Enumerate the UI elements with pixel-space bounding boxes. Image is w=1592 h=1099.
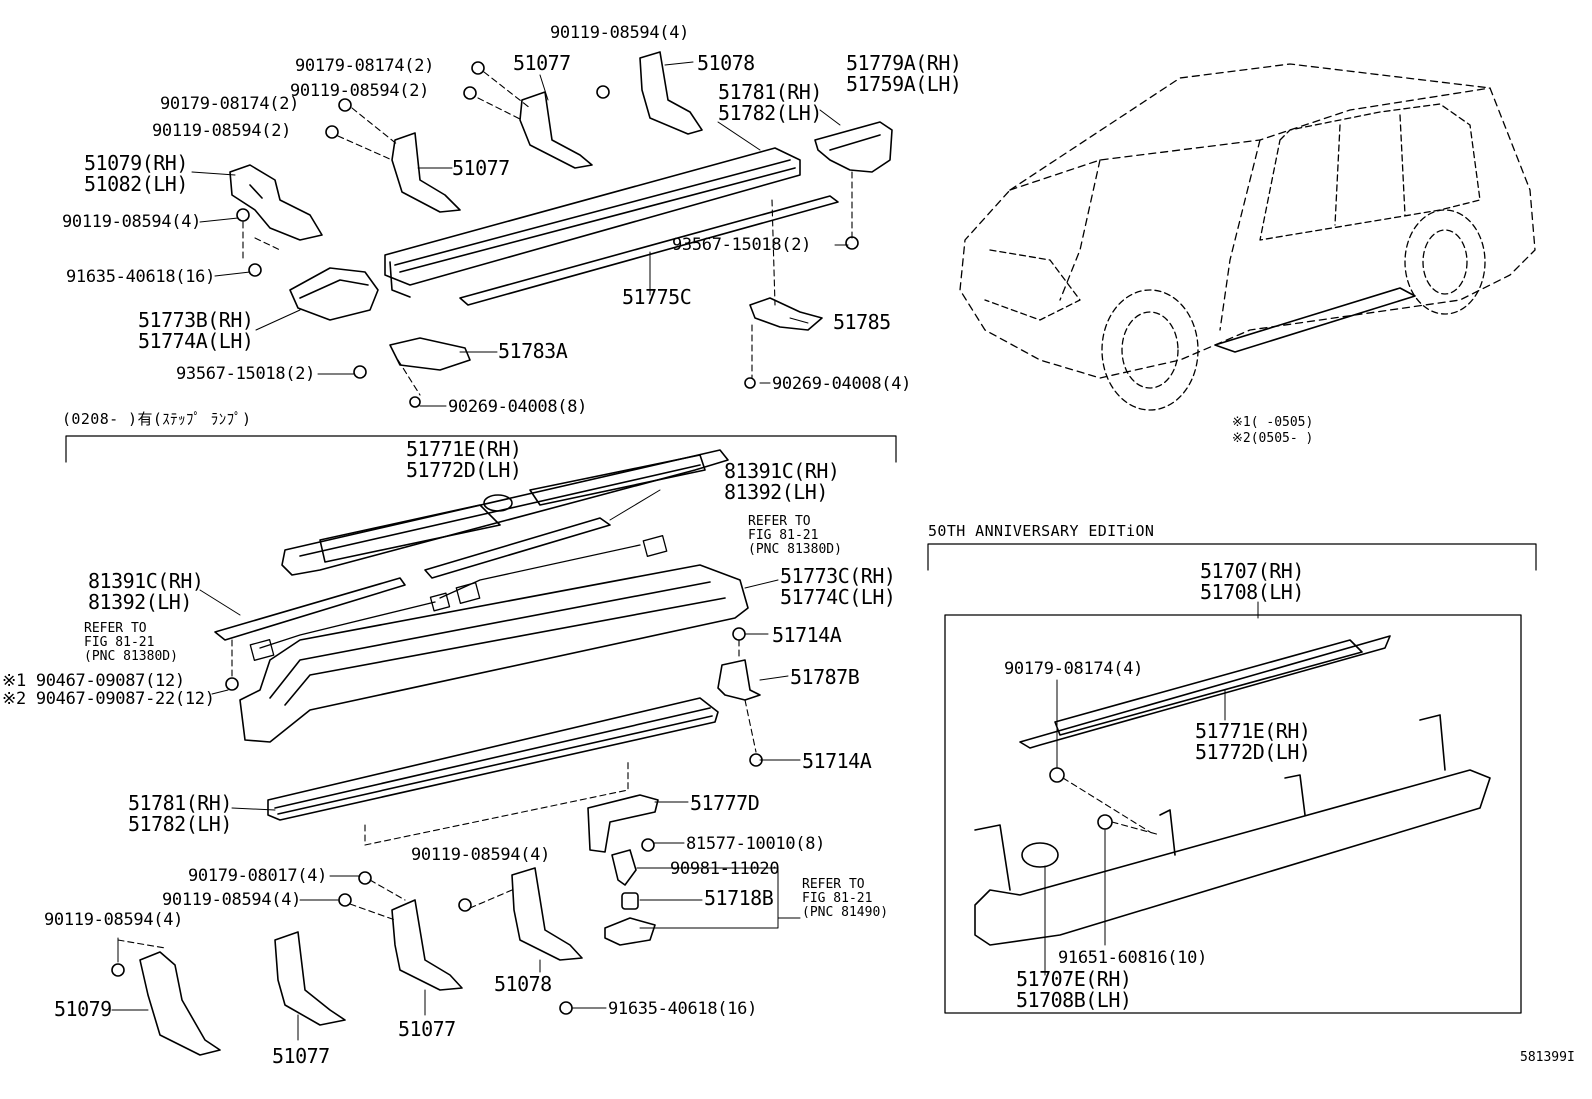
label-51078-a: 51078 bbox=[697, 51, 755, 75]
label-90467: ※1 90467-09087(12)※2 90467-09087-22(12) bbox=[2, 671, 215, 709]
part-51785 bbox=[749, 297, 823, 331]
part-81391c-lamp-b bbox=[214, 577, 406, 641]
label-90119-08594-top: 90119-08594(4) bbox=[550, 23, 690, 43]
part-51781-lower bbox=[267, 697, 719, 821]
part-51077-upper-b bbox=[519, 91, 593, 169]
part-51771e-anniversary bbox=[1019, 635, 1391, 749]
part-51773c-step-body bbox=[239, 564, 749, 743]
dashed-upper bbox=[242, 71, 853, 396]
part-51783a bbox=[389, 337, 471, 371]
leaders-anniversary bbox=[1044, 601, 1259, 976]
label-51718b: 51718B bbox=[704, 886, 774, 910]
part-81391c-lamp-a bbox=[424, 517, 611, 579]
label-51079-b: 51079 bbox=[54, 997, 112, 1021]
dashed-anniversary bbox=[1062, 777, 1161, 836]
part-51078-lower bbox=[511, 867, 583, 961]
label-51707e: 51707E(RH)51708B(LH) bbox=[1016, 967, 1132, 1012]
fasteners-lower bbox=[111, 627, 763, 1015]
note-2: ※2(0505- ) bbox=[1232, 431, 1314, 446]
part-51078-upper bbox=[639, 51, 703, 135]
part-51718b-lamp bbox=[604, 892, 656, 946]
part-51781-upper bbox=[384, 147, 801, 298]
part-51777d bbox=[587, 794, 659, 853]
label-51078-b: 51078 bbox=[494, 972, 552, 996]
part-51771e-step-cover bbox=[281, 449, 729, 576]
label-51714a-b: 51714A bbox=[802, 749, 872, 773]
label-90981-11020: 90981-11020 bbox=[670, 859, 780, 879]
label-51077-b: 51077 bbox=[452, 156, 510, 180]
dashed-lower bbox=[117, 639, 757, 949]
label-90119-08594-g: 90119-08594(4) bbox=[44, 910, 184, 930]
part-51079-lower bbox=[139, 951, 221, 1056]
label-93567-15018-b: 93567-15018(2) bbox=[176, 364, 316, 384]
diagram-code: 581399I bbox=[1520, 1050, 1575, 1065]
label-93567-15018-a: 93567-15018(2) bbox=[672, 235, 812, 255]
label-51777d: 51777D bbox=[690, 791, 760, 815]
leaders-upper bbox=[191, 61, 849, 407]
label-90179-08174-d: 90179-08174(4) bbox=[1004, 659, 1144, 679]
fasteners-anniversary bbox=[1049, 767, 1113, 830]
label-51775c: 51775C bbox=[622, 285, 692, 309]
vehicle-illustration bbox=[959, 63, 1536, 411]
part-51077-lower-b bbox=[391, 899, 463, 991]
label-91651-60816: 91651-60816(10) bbox=[1058, 948, 1208, 968]
label-51077-a: 51077 bbox=[513, 51, 571, 75]
part-51787b bbox=[717, 659, 761, 701]
section-option-label: (0208- )有(ｽﾃｯﾌﾟ ﾗﾝﾌﾟ) bbox=[62, 410, 252, 428]
wiring-harness bbox=[249, 535, 668, 661]
part-51775c bbox=[459, 195, 839, 306]
label-51771e-b: 51771E(RH)51772D(LH) bbox=[1195, 719, 1311, 764]
label-51779a: 51779A(RH)51759A(LH) bbox=[846, 51, 962, 96]
label-51781-b: 51781(RH)51782(LH) bbox=[128, 791, 232, 836]
label-81391c-a: 81391C(RH)81392(LH) bbox=[724, 459, 840, 504]
section-anniversary-label: 50TH ANNIVERSARY EDITiON bbox=[928, 522, 1155, 540]
label-51077-c: 51077 bbox=[398, 1017, 456, 1041]
label-51773b: 51773B(RH)51774A(LH) bbox=[138, 308, 254, 353]
section-bracket-option bbox=[65, 435, 897, 463]
label-90179-08174-a: 90179-08174(2) bbox=[295, 56, 435, 76]
part-51077-upper-a bbox=[391, 132, 461, 213]
label-90119-08594-e: 90119-08594(4) bbox=[411, 845, 551, 865]
label-81577-10010: 81577-10010(8) bbox=[686, 834, 826, 854]
note-1: ※1( -0505) bbox=[1232, 415, 1314, 430]
label-90179-08017: 90179-08017(4) bbox=[188, 866, 328, 886]
part-90981-socket bbox=[611, 849, 637, 886]
label-90119-08594-c: 90119-08594(2) bbox=[152, 121, 292, 141]
label-90269-04008-a: 90269-04008(4) bbox=[772, 374, 912, 394]
label-51785: 51785 bbox=[833, 310, 891, 334]
label-51781-a: 51781(RH)51782(LH) bbox=[718, 80, 822, 125]
section-bracket-anniversary bbox=[927, 543, 1537, 571]
label-51787b: 51787B bbox=[790, 665, 860, 689]
anniversary-frame bbox=[944, 614, 1522, 1014]
label-51783a: 51783A bbox=[498, 339, 568, 363]
label-51714a-a: 51714A bbox=[772, 623, 842, 647]
label-51707: 51707(RH)51708(LH) bbox=[1200, 559, 1304, 604]
label-90179-08174-b: 90179-08174(2) bbox=[160, 94, 300, 114]
label-91635-40618-a: 91635-40618(16) bbox=[66, 267, 216, 287]
part-51707e-anniversary-body bbox=[974, 714, 1491, 946]
fasteners-upper bbox=[236, 61, 859, 408]
label-51077-d: 51077 bbox=[272, 1044, 330, 1068]
part-51773b bbox=[289, 267, 379, 321]
part-51779a bbox=[814, 121, 893, 173]
label-81391c-b: 81391C(RH)81392(LH) bbox=[88, 569, 204, 614]
leaders-lower bbox=[111, 489, 801, 1041]
label-51079-a: 51079(RH)51082(LH) bbox=[84, 151, 188, 196]
label-51773c: 51773C(RH)51774C(LH) bbox=[780, 564, 896, 609]
label-90269-04008-b: 90269-04008(8) bbox=[448, 397, 588, 417]
label-51771e-a: 51771E(RH)51772D(LH) bbox=[406, 437, 522, 482]
label-90119-08594-d: 90119-08594(4) bbox=[62, 212, 202, 232]
label-90119-08594-f: 90119-08594(4) bbox=[162, 890, 302, 910]
label-91635-40618-b: 91635-40618(16) bbox=[608, 999, 758, 1019]
part-51077-lower-a bbox=[274, 931, 346, 1026]
part-51079-upper bbox=[229, 164, 323, 241]
label-90119-08594-b: 90119-08594(2) bbox=[290, 81, 430, 101]
